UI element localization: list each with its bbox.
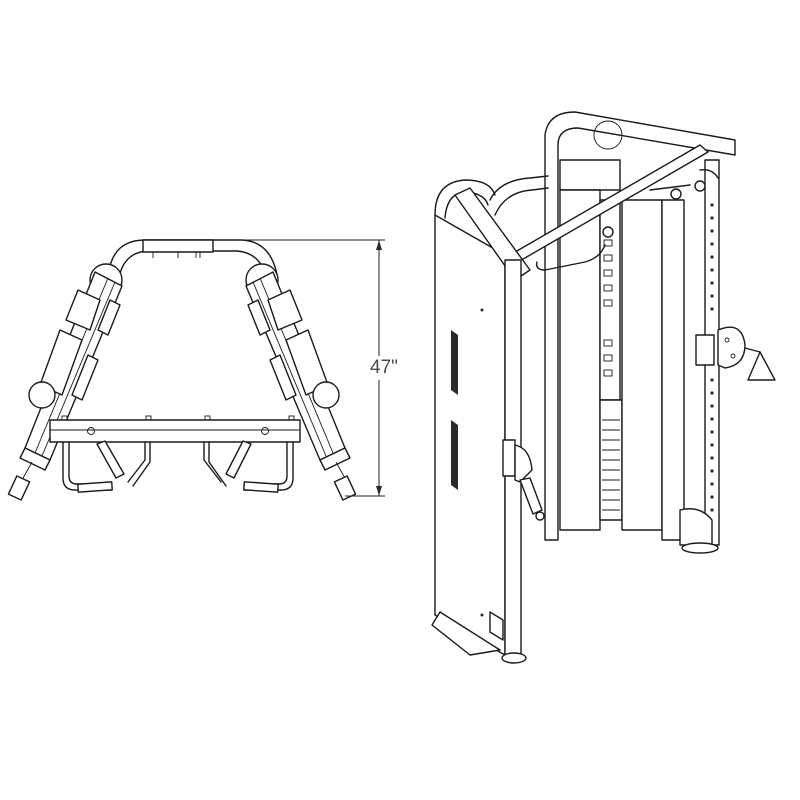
weight-stack-pins (603, 239, 613, 377)
top-arch (107, 239, 279, 284)
crossbar (49, 415, 301, 443)
rear-arch (489, 175, 549, 216)
hanging-handles (62, 440, 294, 493)
right-column (245, 263, 357, 501)
rear-tower (544, 111, 736, 541)
side-panel-branding (451, 330, 458, 490)
dimension-label: 47" (362, 356, 406, 380)
left-pulley-assembly (502, 439, 545, 521)
front-tower (431, 179, 531, 664)
adjustment-holes (710, 203, 714, 512)
right-pulley-assembly (695, 326, 776, 381)
left-column (7, 263, 123, 501)
weight-plates (602, 419, 620, 511)
